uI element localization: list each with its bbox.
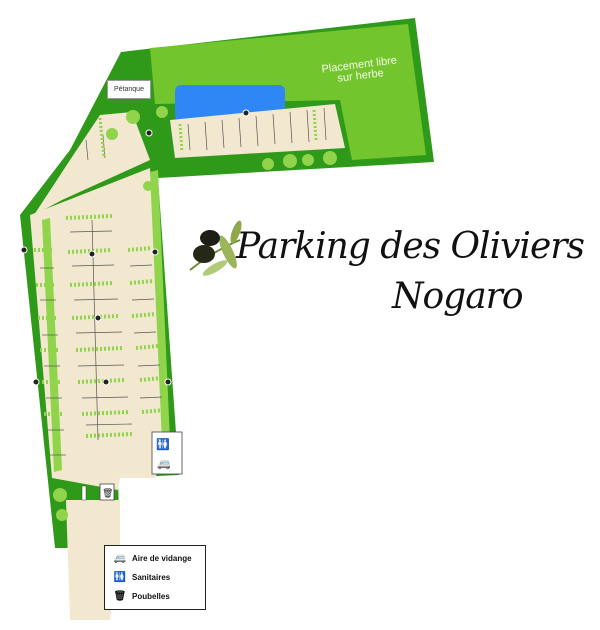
upper-hedges <box>98 109 318 159</box>
legend-label: Poubelles <box>132 591 170 601</box>
title-line-2: Nogaro <box>392 276 524 317</box>
parking-hedges <box>34 214 165 438</box>
title-block: Parking des Oliviers Nogaro <box>186 214 586 324</box>
legend-label: Sanitaires <box>132 572 171 582</box>
drain-station-icon: 🚐 <box>157 458 171 470</box>
legend-item-bins: 🗑 Poubelles <box>111 589 170 603</box>
camper-van-icon: 🚐 <box>113 552 127 564</box>
legend-item-restrooms: 🚻 Sanitaires <box>111 570 170 584</box>
petanque-label: Pétanque <box>107 80 151 99</box>
gate-marker <box>81 485 87 501</box>
legend-label: Aire de vidange <box>132 553 192 563</box>
trees <box>53 106 337 521</box>
diagonal-lane <box>34 112 150 215</box>
restroom-icon: 🚻 <box>156 438 170 451</box>
free-lawn-area <box>150 24 426 160</box>
hedge-left <box>42 218 62 472</box>
upper-parking-lane <box>170 104 345 158</box>
legend-item-drain-station: 🚐 Aire de vidange <box>111 551 192 565</box>
trash-bin-icon: 🗑 <box>113 590 127 602</box>
hedge-right <box>150 170 170 442</box>
title-line-1: Parking des Oliviers <box>236 226 585 267</box>
restroom-box <box>151 431 183 475</box>
parking-stall-lines <box>40 107 327 456</box>
main-parking-lot <box>30 168 165 490</box>
olive-branch-logo <box>189 220 242 276</box>
bin-box <box>99 483 115 501</box>
map-legend: 🚐 Aire de vidange 🚻 Sanitaires 🗑 Poubell… <box>104 545 206 610</box>
lamp-post-icons <box>20 109 250 386</box>
trash-bin-icon: 🗑 <box>102 488 113 498</box>
restroom-icon: 🚻 <box>113 571 127 583</box>
